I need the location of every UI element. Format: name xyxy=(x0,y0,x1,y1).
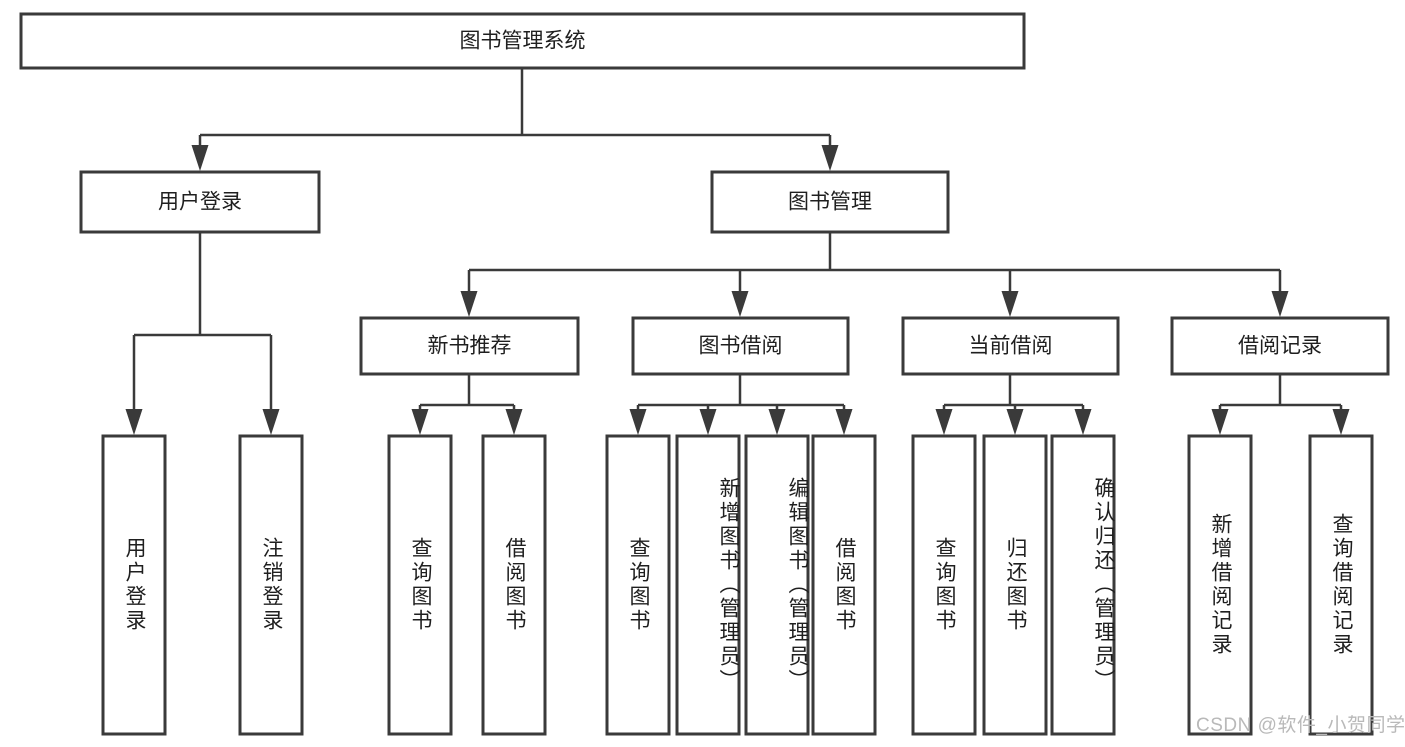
arrow-head-icon xyxy=(1271,291,1289,317)
node-box-leaf-edit-book[interactable] xyxy=(744,434,810,736)
arrow-head-icon xyxy=(460,291,478,317)
connector-group-borrow-record-children xyxy=(1211,374,1350,435)
node-box-leaf-return-book[interactable] xyxy=(982,434,1048,736)
arrow-head-icon xyxy=(821,145,839,171)
node-box-leaf-query-record[interactable] xyxy=(1308,434,1374,736)
arrow-head-icon xyxy=(125,409,143,435)
node-box-current-borrow[interactable] xyxy=(901,316,1120,376)
connector-edges-layer xyxy=(125,68,1350,435)
arrow-head-icon xyxy=(731,291,749,317)
arrow-head-icon xyxy=(262,409,280,435)
connector-group-book-borrow-children xyxy=(629,374,853,435)
connector-group-new-book-rec-children xyxy=(411,374,523,435)
node-box-leaf-user-logout[interactable] xyxy=(238,434,304,736)
arrow-head-icon xyxy=(1332,409,1350,435)
arrow-head-icon xyxy=(1211,409,1229,435)
arrow-head-icon xyxy=(505,409,523,435)
arrow-head-icon xyxy=(835,409,853,435)
node-box-book-manage[interactable] xyxy=(710,170,950,234)
connector-group-user-login-children xyxy=(125,232,280,435)
arrow-head-icon xyxy=(935,409,953,435)
node-box-leaf-confirm-return[interactable] xyxy=(1050,434,1116,736)
node-label-new-book-rec: 新书推荐 xyxy=(428,335,512,358)
node-box-root[interactable] xyxy=(19,12,1026,70)
connector-group-current-borrow-children xyxy=(935,374,1092,435)
node-label-book-borrow: 图书借阅 xyxy=(699,335,783,358)
node-boxes-layer xyxy=(19,12,1390,736)
node-box-leaf-add-book[interactable] xyxy=(675,434,741,736)
arrow-head-icon xyxy=(1074,409,1092,435)
connector-group-root-children xyxy=(191,68,839,171)
connector-group-book-manage-children xyxy=(460,232,1289,317)
node-label-root: 图书管理系统 xyxy=(460,30,586,53)
arrow-head-icon xyxy=(768,409,786,435)
arrow-head-icon xyxy=(1001,291,1019,317)
node-box-leaf-query-book-3[interactable] xyxy=(911,434,977,736)
node-box-leaf-query-book-2[interactable] xyxy=(605,434,671,736)
node-label-book-manage: 图书管理 xyxy=(788,191,872,214)
node-label-borrow-record: 借阅记录 xyxy=(1238,335,1322,358)
arrow-head-icon xyxy=(191,145,209,171)
node-box-leaf-query-book-1[interactable] xyxy=(387,434,453,736)
node-box-borrow-record[interactable] xyxy=(1170,316,1390,376)
node-box-leaf-borrow-book-2[interactable] xyxy=(811,434,877,736)
node-label-user-login: 用户登录 xyxy=(158,191,242,214)
node-box-user-login[interactable] xyxy=(79,170,321,234)
arrow-head-icon xyxy=(629,409,647,435)
node-box-leaf-borrow-book-1[interactable] xyxy=(481,434,547,736)
watermark-text: CSDN @软件_小贺同学 xyxy=(1196,715,1405,736)
node-box-new-book-rec[interactable] xyxy=(359,316,580,376)
arrow-head-icon xyxy=(1006,409,1024,435)
arrow-head-icon xyxy=(699,409,717,435)
node-label-current-borrow: 当前借阅 xyxy=(969,335,1053,358)
node-box-leaf-user-login[interactable] xyxy=(101,434,167,736)
node-box-leaf-add-record[interactable] xyxy=(1187,434,1253,736)
node-box-book-borrow[interactable] xyxy=(631,316,850,376)
arrow-head-icon xyxy=(411,409,429,435)
